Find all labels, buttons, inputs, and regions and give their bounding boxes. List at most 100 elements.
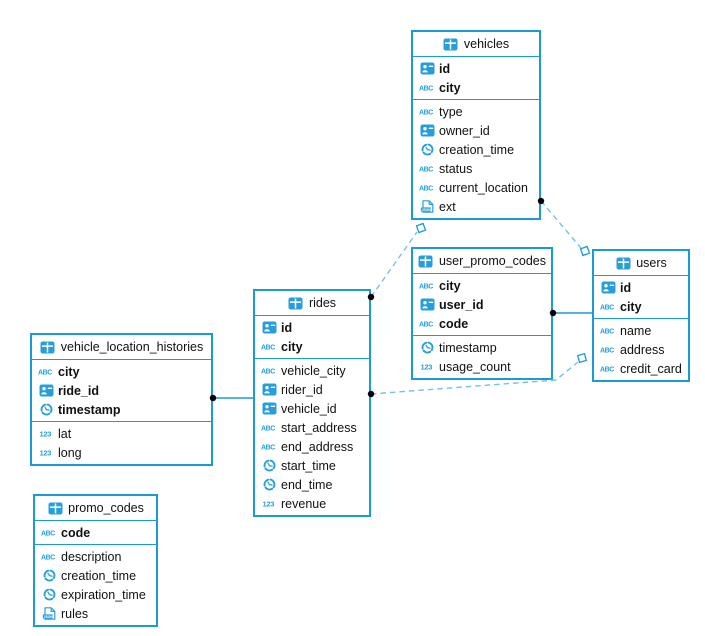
table-icon [443,38,459,51]
column-row-end_address[interactable]: ABC end_address [255,437,369,456]
column-row-timestamp[interactable]: timestamp [413,338,551,357]
svg-text:ABC: ABC [419,110,433,117]
column-row-user_id[interactable]: user_id [413,295,551,314]
svg-text:ABC: ABC [600,367,614,374]
column-name: code [61,525,91,540]
column-row-usage_count[interactable]: 123 usage_count [413,357,551,376]
svg-text:ABC: ABC [419,186,433,193]
key-columns-section: ABC city user_id ABC code [413,274,551,336]
column-row-vehicle_id[interactable]: vehicle_id [255,399,369,418]
column-row-city[interactable]: ABC city [413,276,551,295]
table-header[interactable]: vehicles [413,32,539,57]
relationship-square-marker [576,352,588,364]
number-123-icon: 123 [38,427,54,440]
column-row-rider_id[interactable]: rider_id [255,380,369,399]
table-promo_codes[interactable]: promo_codes ABC code ABC description cre… [33,494,158,627]
svg-text:123: 123 [39,430,51,439]
column-row-city[interactable]: ABC city [32,362,211,381]
column-name: expiration_time [61,587,146,602]
svg-text:ABC: ABC [41,531,55,538]
key-columns-section: id ABC city [255,316,369,359]
column-row-type[interactable]: ABC type [413,102,539,121]
table-header[interactable]: users [594,251,688,276]
clock-icon [41,588,57,601]
table-header[interactable]: vehicle_location_histories [32,335,211,360]
column-row-description[interactable]: ABC description [35,547,156,566]
text-abc-icon: ABC [419,105,435,118]
table-user_promo_codes[interactable]: user_promo_codes ABC city user_id ABC co… [411,247,553,380]
table-name: promo_codes [68,501,144,515]
column-row-owner_id[interactable]: owner_id [413,121,539,140]
column-row-long[interactable]: 123 long [32,443,211,462]
table-rides[interactable]: rides id ABC city ABC vehicle_city rider… [253,289,371,517]
svg-text:JSON: JSON [421,208,431,212]
column-row-id[interactable]: id [413,59,539,78]
column-row-city[interactable]: ABC city [255,337,369,356]
table-header[interactable]: rides [255,291,369,316]
column-row-rules[interactable]: JSON rules [35,604,156,623]
column-name: ext [439,199,456,214]
column-row-creation_time[interactable]: creation_time [413,140,539,159]
table-icon [47,502,63,515]
table-header[interactable]: user_promo_codes [413,249,551,274]
clock-icon [41,569,57,582]
column-row-code[interactable]: ABC code [413,314,551,333]
column-name: description [61,549,122,564]
column-row-start_address[interactable]: ABC start_address [255,418,369,437]
clock-icon [38,403,54,416]
column-row-ride_id[interactable]: ride_id [32,381,211,400]
svg-text:ABC: ABC [600,329,614,336]
table-icon [615,257,631,270]
table-icon [418,255,434,268]
column-row-timestamp[interactable]: timestamp [32,400,211,419]
column-row-creation_time[interactable]: creation_time [35,566,156,585]
svg-text:ABC: ABC [261,369,275,376]
column-row-city[interactable]: ABC city [594,297,688,316]
svg-text:ABC: ABC [261,426,275,433]
column-row-id[interactable]: id [594,278,688,297]
table-name: rides [308,296,337,310]
column-row-end_time[interactable]: end_time [255,475,369,494]
column-name: start_address [281,420,357,435]
table-vehicle_location_histories[interactable]: vehicle_location_histories ABC city ride… [30,333,213,466]
number-123-icon: 123 [419,360,435,373]
id-badge-icon [38,384,54,397]
key-columns-section: id ABC city [594,276,688,319]
column-row-id[interactable]: id [255,318,369,337]
column-row-code[interactable]: ABC code [35,523,156,542]
column-name: creation_time [439,142,515,157]
column-row-start_time[interactable]: start_time [255,456,369,475]
column-row-current_location[interactable]: ABC current_location [413,178,539,197]
id-badge-icon [261,321,277,334]
columns-section: 123 lat 123 long [32,422,211,464]
table-header[interactable]: promo_codes [35,496,156,521]
number-123-icon: 123 [38,446,54,459]
column-row-credit_card[interactable]: ABC credit_card [594,359,688,378]
column-row-lat[interactable]: 123 lat [32,424,211,443]
columns-section: ABC description creation_time expiration… [35,545,156,625]
svg-text:JSON: JSON [43,615,53,619]
table-name: user_promo_codes [438,254,546,268]
text-abc-icon: ABC [600,300,616,313]
columns-section: ABC name ABC address ABC credit_card [594,319,688,380]
column-row-status[interactable]: ABC status [413,159,539,178]
column-name: city [58,364,80,379]
column-row-vehicle_city[interactable]: ABC vehicle_city [255,361,369,380]
svg-text:ABC: ABC [261,345,275,352]
column-row-name[interactable]: ABC name [594,321,688,340]
table-vehicles[interactable]: vehicles id ABC city ABC type owner_id [411,30,541,220]
column-row-city[interactable]: ABC city [413,78,539,97]
column-name: creation_time [61,568,137,583]
id-badge-icon [419,298,435,311]
column-name: name [620,323,652,338]
column-row-address[interactable]: ABC address [594,340,688,359]
column-name: id [620,280,632,295]
table-users[interactable]: users id ABC city ABC name ABC address A… [592,249,690,382]
column-row-expiration_time[interactable]: expiration_time [35,585,156,604]
key-columns-section: ABC code [35,521,156,545]
column-row-revenue[interactable]: 123 revenue [255,494,369,513]
column-row-ext[interactable]: JSON ext [413,197,539,216]
json-icon: JSON [41,607,57,620]
json-icon: JSON [419,200,435,213]
column-name: city [281,339,303,354]
